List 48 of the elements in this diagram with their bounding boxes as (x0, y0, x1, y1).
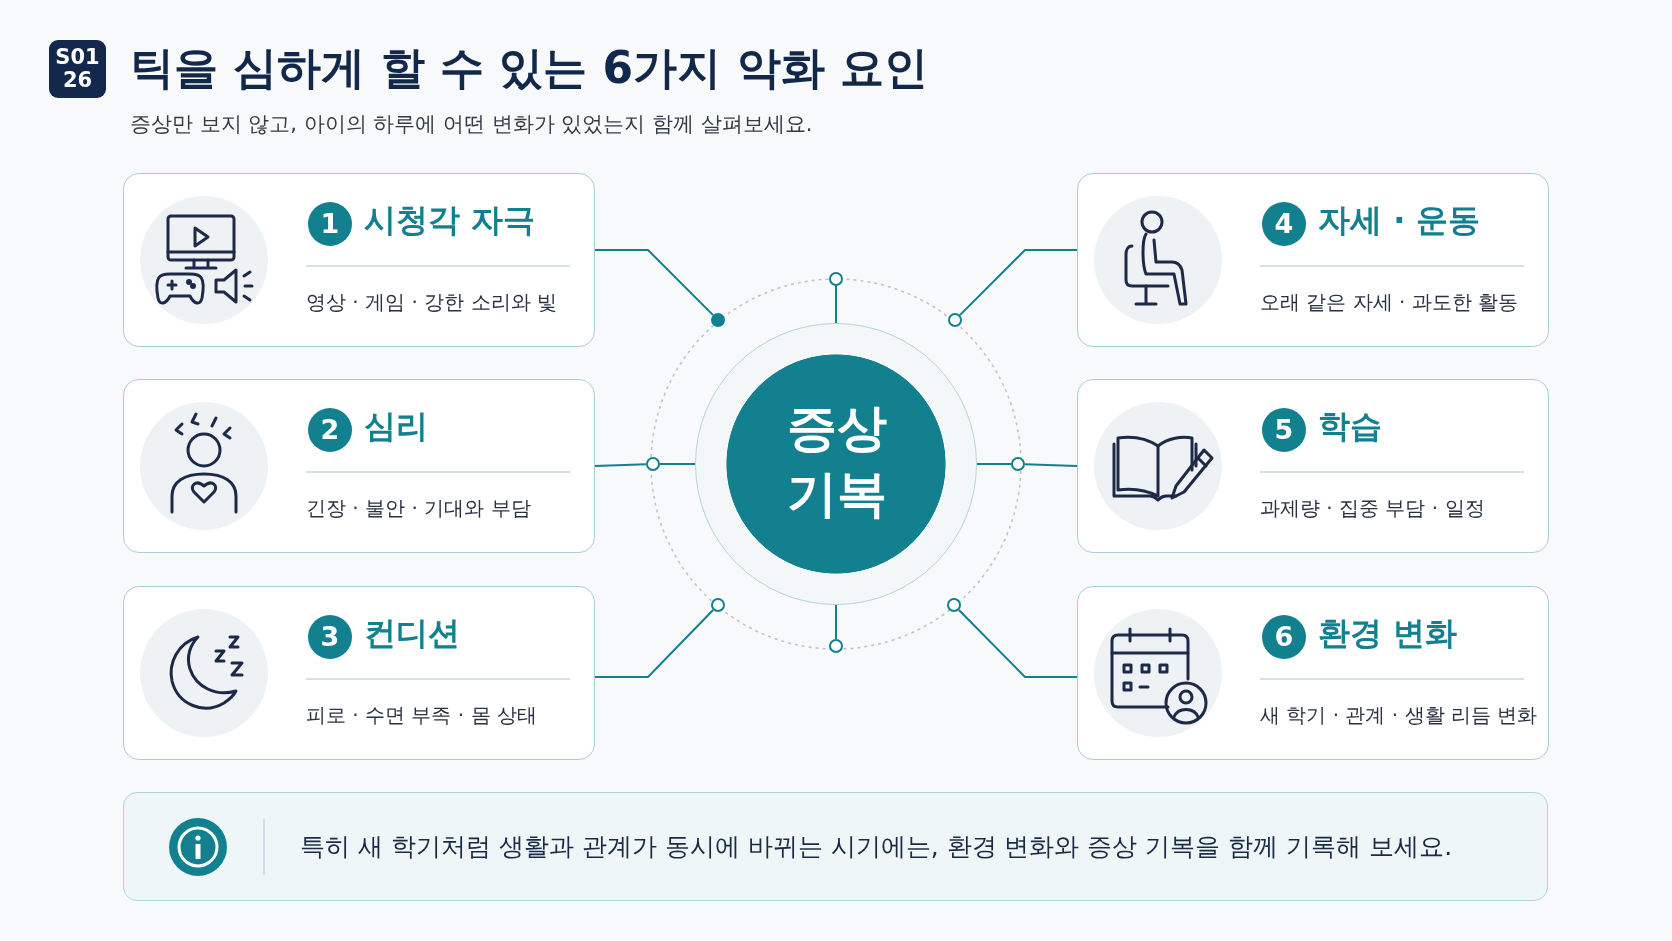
section-badge: S01 26 (49, 40, 106, 98)
connector-line (594, 249, 715, 317)
factor-card (1077, 586, 1549, 760)
card-heading: 학습 (1318, 406, 1382, 447)
junction-dot (829, 272, 843, 286)
connector-line (659, 463, 696, 465)
number-badge: 2 (308, 408, 352, 452)
junction-dot (711, 313, 725, 327)
card-heading: 환경 변화 (1318, 613, 1458, 654)
junction-dot (1011, 457, 1025, 471)
note-text: 특히 새 학기처럼 생활과 관계가 동시에 바뀌는 시기에는, 환경 변화와 증상 기복을 함께 기록해 보세요. (300, 831, 1453, 863)
junction-dot (948, 313, 962, 327)
factor-card (123, 173, 595, 347)
connector-line (1024, 463, 1078, 467)
connector-line (835, 604, 837, 640)
junction-dot (947, 598, 961, 612)
number-badge: 6 (1262, 615, 1306, 659)
card-heading: 컨디션 (364, 613, 460, 654)
connector-line (958, 249, 1078, 317)
number-badge: 3 (308, 615, 352, 659)
factor-card (123, 379, 595, 553)
factor-card (1077, 173, 1549, 347)
connector-line (835, 285, 837, 324)
subtitle: 증상만 보지 않고, 아이의 하루에 어떤 변화가 있었는지 함께 살펴보세요. (130, 111, 813, 138)
card-heading: 심리 (364, 406, 428, 447)
card-description: 긴장 · 불안 · 기대와 부담 (306, 495, 531, 522)
card-heading: 시청각 자극 (364, 200, 536, 241)
number-badge: 1 (308, 202, 352, 246)
junction-dot (829, 639, 843, 653)
connector-line (594, 609, 715, 678)
card-description: 영상 · 게임 · 강한 소리와 빛 (306, 289, 557, 316)
title: 틱을 심하게 할 수 있는 6가지 악화 요인 (130, 41, 928, 95)
number-badge: 4 (1262, 202, 1306, 246)
connector-line (594, 463, 647, 467)
center-label: 증상 기복 (786, 398, 888, 525)
factor-card (1077, 379, 1549, 553)
card-heading: 자세 · 운동 (1318, 200, 1481, 241)
junction-dot (646, 457, 660, 471)
card-description: 새 학기 · 관계 · 생활 리듬 변화 (1260, 702, 1538, 729)
junction-dot (711, 598, 725, 612)
connector-line (976, 463, 1012, 465)
card-description: 오래 같은 자세 · 과도한 활동 (1260, 289, 1519, 316)
number-badge: 5 (1262, 408, 1306, 452)
card-description: 과제량 · 집중 부담 · 일정 (1260, 495, 1485, 522)
connector-line (957, 609, 1078, 678)
factor-card (123, 586, 595, 760)
note-box (123, 792, 1548, 901)
card-description: 피로 · 수면 부족 · 몸 상태 (306, 702, 537, 729)
